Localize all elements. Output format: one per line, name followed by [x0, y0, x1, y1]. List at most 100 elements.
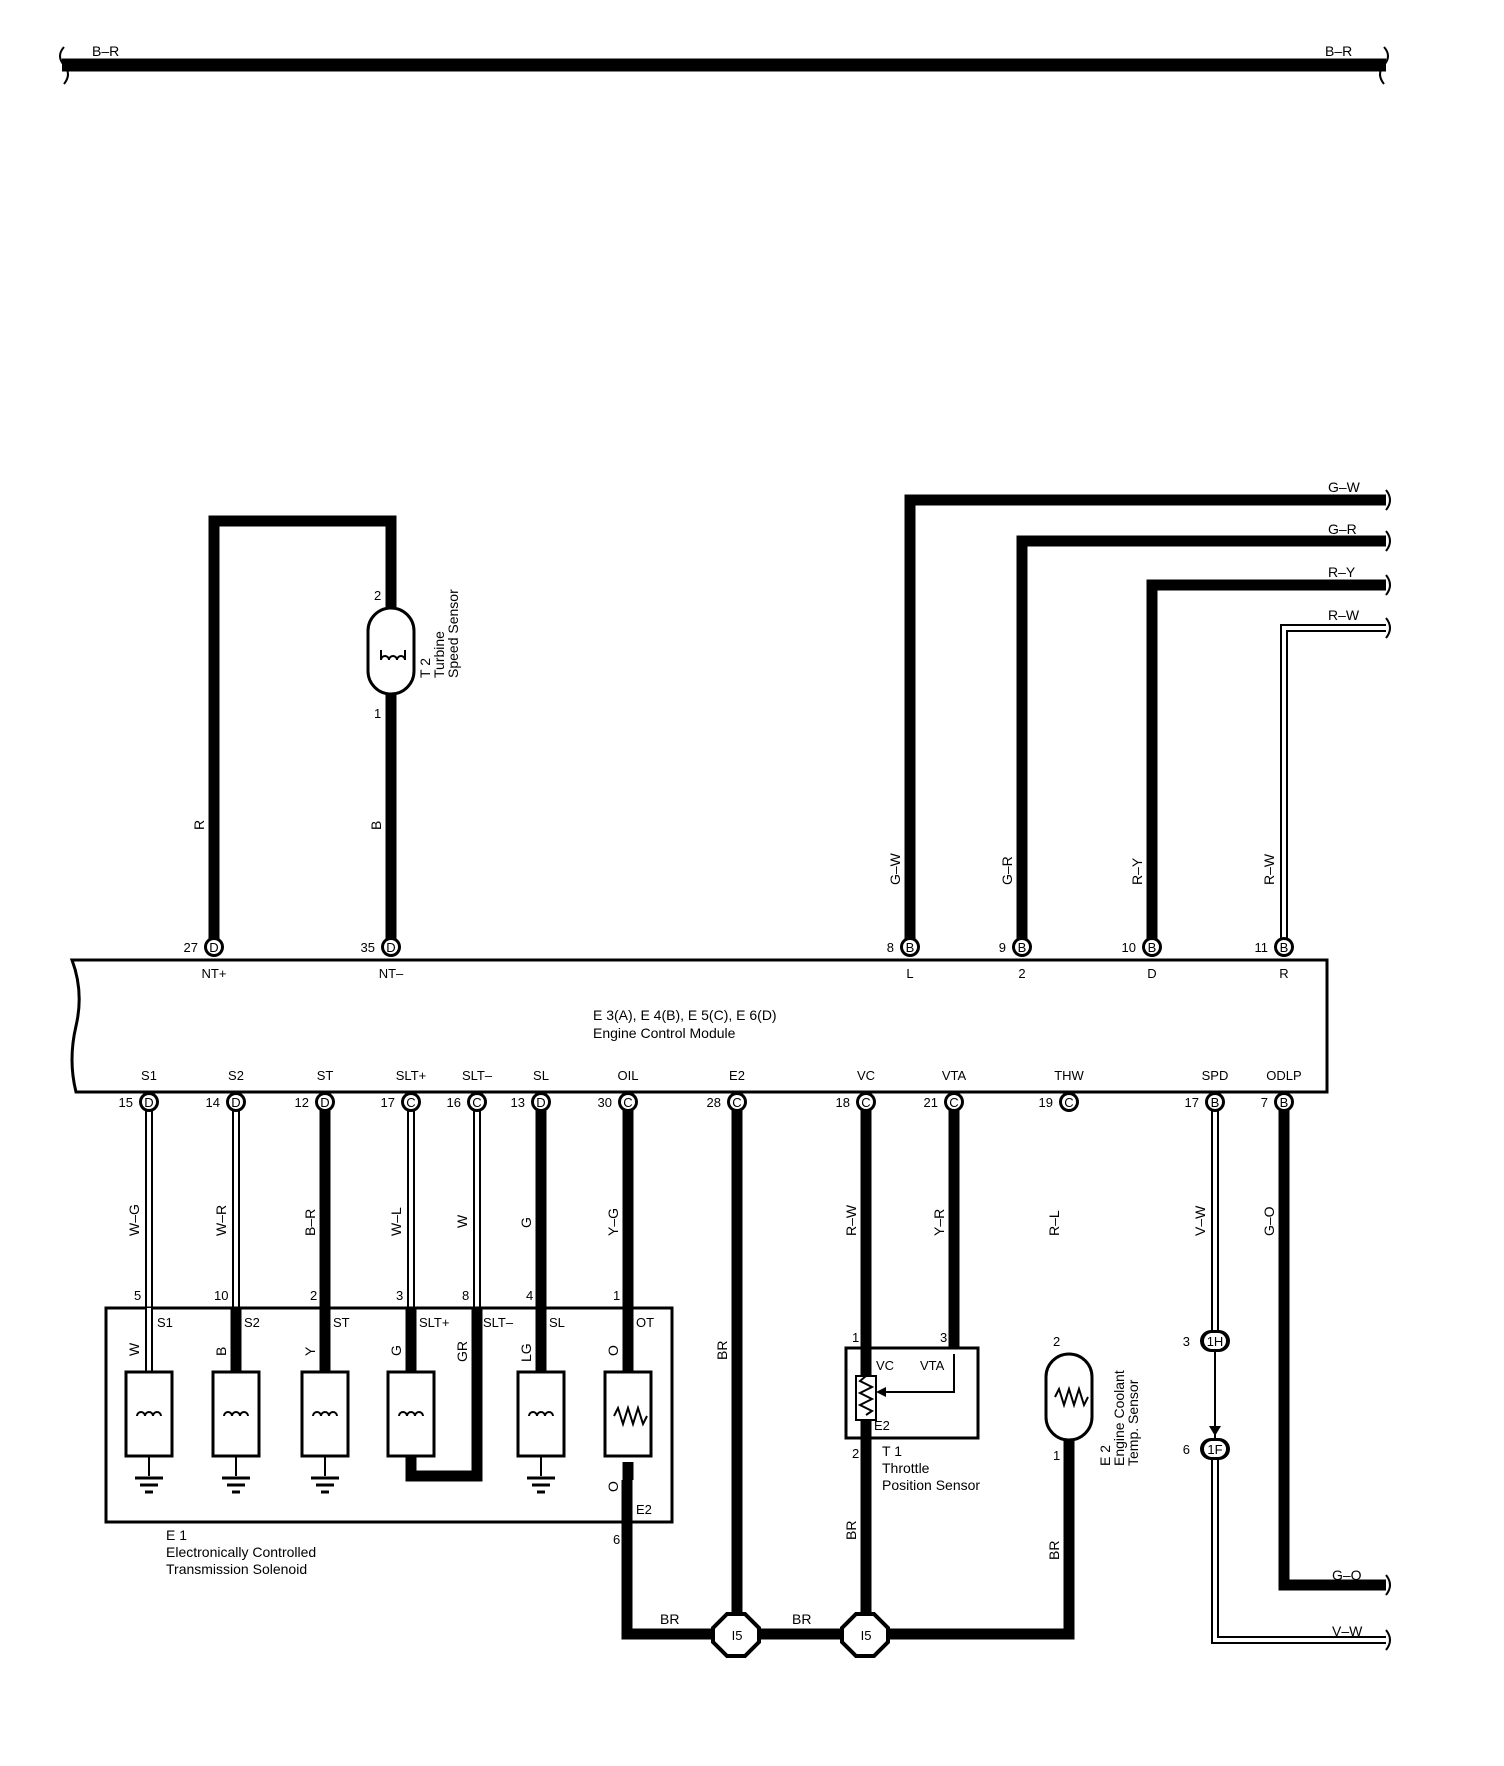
resistor-icon — [1054, 1385, 1089, 1409]
pin-number: 12 — [295, 1095, 309, 1110]
sol-inner-wire: GR — [454, 1341, 470, 1362]
pin-conn: B — [1280, 940, 1289, 955]
ground-seg-2: BR — [792, 1611, 811, 1627]
bus-label-left: B–R — [92, 43, 119, 59]
wire-label-vw: V–W — [1192, 1205, 1208, 1236]
sol-inner-wire: O — [605, 1345, 621, 1356]
wire-label-br2: BR — [714, 1341, 730, 1360]
coil-icon — [223, 1411, 249, 1417]
coil-icon — [380, 655, 406, 661]
pin-conn: C — [623, 1095, 632, 1110]
ecm-top-pins: D 27 NT+ D 35 NT– B 8 L B 9 2 B 10 D — [184, 937, 1294, 981]
ecm-pin-odlp: B 7 ODLP — [1261, 1068, 1302, 1112]
tps-pin-vc: 1 — [852, 1330, 859, 1345]
wire-label-rl: R–L — [1046, 1210, 1062, 1236]
pin-terminal: ST — [317, 1068, 334, 1083]
connector-1f-pin: 6 — [1183, 1442, 1190, 1457]
pin-terminal: VC — [857, 1068, 875, 1083]
turbine-name-2: Speed Sensor — [445, 589, 461, 678]
ecm-pin-slt-plus: C 17 SLT+ — [381, 1068, 426, 1112]
turbine-wire-left: R — [191, 820, 207, 830]
wire-label-w: W — [454, 1214, 470, 1228]
ecm-pin-e2: C 28 E2 — [707, 1068, 747, 1112]
wire-gr-right: G–R — [1328, 521, 1357, 537]
pin-terminal: SL — [533, 1068, 549, 1083]
ecm-pin-d: B 10 D — [1122, 937, 1162, 981]
wire-go-exit: G–O — [1332, 1567, 1362, 1583]
ect-name-1: Engine Coolant — [1111, 1370, 1127, 1466]
sol-inner-wire: O — [605, 1481, 621, 1492]
sol-inner-wire: Y — [302, 1346, 318, 1356]
pin-number: 19 — [1039, 1095, 1053, 1110]
pin-terminal: SLT– — [462, 1068, 493, 1083]
pin-conn: C — [861, 1095, 870, 1110]
connector-1h-label: 1H — [1207, 1334, 1224, 1349]
ground-seg-1: BR — [660, 1611, 679, 1627]
pin-terminal: ODLP — [1266, 1068, 1301, 1083]
pin-terminal: S1 — [141, 1068, 157, 1083]
tps-pin-e2: 2 — [852, 1446, 859, 1461]
solenoid-st — [300, 1370, 350, 1458]
pin-terminal: R — [1279, 966, 1288, 981]
transmission-solenoid: 5 10 2 3 8 4 1 S1 S2 ST SLT+ SLT– SL OT … — [104, 1288, 674, 1577]
wire-label-yg: Y–G — [605, 1208, 621, 1236]
pin-number: 15 — [119, 1095, 133, 1110]
sol-inner-wire: G — [388, 1345, 404, 1356]
pin-number: 9 — [999, 940, 1006, 955]
tps-id: T 1 — [882, 1443, 902, 1459]
pin-conn: B — [1018, 940, 1027, 955]
pin-number: 14 — [206, 1095, 220, 1110]
tps-term-vta: VTA — [920, 1358, 945, 1373]
turbine-id: T 2 — [417, 658, 433, 678]
pin-number: 28 — [707, 1095, 721, 1110]
pin-number: 21 — [924, 1095, 938, 1110]
pin-number: 7 — [1261, 1095, 1268, 1110]
ect-wire-below: BR — [1046, 1541, 1062, 1560]
ground-icon — [222, 1456, 250, 1494]
wire-gw-vert: G–W — [887, 852, 903, 885]
ecm-pin-sl: D 13 SL — [511, 1068, 551, 1112]
junction-label: I5 — [732, 1628, 743, 1643]
sol-pin: 5 — [134, 1288, 141, 1303]
pin-number: 10 — [1122, 940, 1136, 955]
pin-number: 16 — [447, 1095, 461, 1110]
ecm-pin-thw: C 19 THW — [1039, 1068, 1085, 1112]
ecm-pin-s2: D 14 S2 — [206, 1068, 246, 1112]
coil-icon — [136, 1411, 162, 1417]
pin-number: 27 — [184, 940, 198, 955]
potentiometer-icon — [857, 1375, 875, 1416]
pin-conn: C — [472, 1095, 481, 1110]
sol-pin: 1 — [613, 1288, 620, 1303]
coolant-temp-sensor: 2 1 E 2 Engine Coolant Temp. Sensor BR — [1044, 1334, 1141, 1560]
top-right-wires: G–W G–R R–Y R–W G–W G–R R–Y R–W — [887, 479, 1391, 944]
solenoid-slt — [386, 1370, 436, 1458]
ecm-pin-2: B 9 2 — [999, 937, 1032, 981]
pin-terminal: D — [1147, 966, 1156, 981]
pin-number: 18 — [836, 1095, 850, 1110]
wire-rw-right: R–W — [1328, 607, 1360, 623]
wire-ry-vert: R–Y — [1129, 857, 1145, 885]
ecm-pin-oil: C 30 OIL — [598, 1068, 638, 1112]
ecm-pin-st: D 12 ST — [295, 1068, 335, 1112]
solenoid-sl — [516, 1370, 566, 1458]
sol-inner-wire: B — [213, 1347, 229, 1356]
pin-conn: C — [406, 1095, 415, 1110]
wire-gr-vert: G–R — [999, 856, 1015, 885]
ground-junctions: BR BR I5 I5 — [660, 1611, 890, 1658]
junction-i5-right: I5 — [840, 1612, 890, 1658]
pin-terminal: SPD — [1202, 1068, 1229, 1083]
turbine-pin-bottom: 1 — [374, 706, 381, 721]
sol-terminal: S1 — [157, 1315, 173, 1330]
pin-conn: B — [1148, 940, 1157, 955]
coil-icon — [528, 1411, 554, 1417]
bottom-wires: G–O V–W W–G W–R B–R W–L W G Y–G BR R–W Y… — [126, 1104, 1391, 1651]
ecm-pin-l: B 8 L — [887, 937, 920, 981]
sol-terminal: SLT+ — [419, 1315, 449, 1330]
wire-ry-right: R–Y — [1328, 564, 1356, 580]
pin-conn: C — [949, 1095, 958, 1110]
wire-gw-right: G–W — [1328, 479, 1361, 495]
sol-terminal: S2 — [244, 1315, 260, 1330]
turbine-speed-sensor — [366, 606, 416, 696]
pin-conn: B — [1211, 1095, 1220, 1110]
